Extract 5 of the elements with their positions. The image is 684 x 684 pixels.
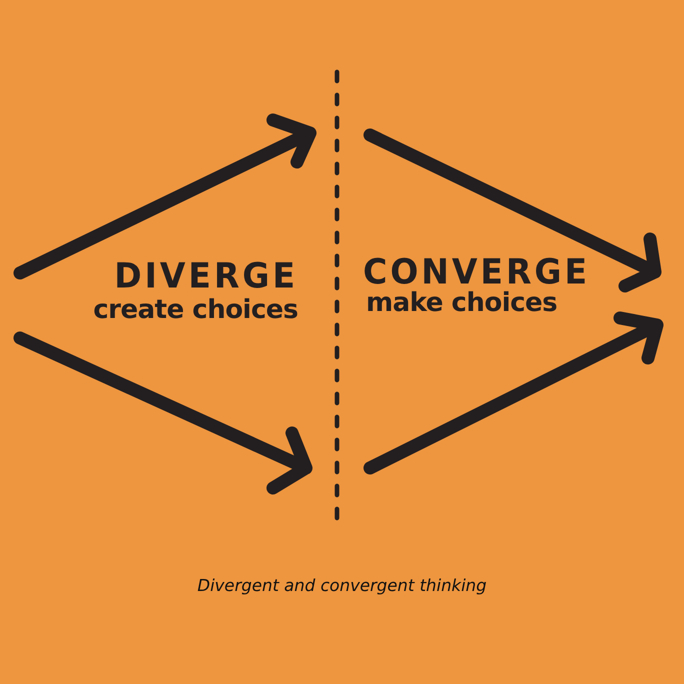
subtitle-label: make choices (366, 290, 558, 316)
subtitle-label: create choices (93, 297, 298, 323)
heading-label: DIVERGE (114, 258, 298, 293)
heading-label: CONVERGE (363, 254, 590, 289)
caption: Divergent and convergent thinking (197, 576, 487, 595)
